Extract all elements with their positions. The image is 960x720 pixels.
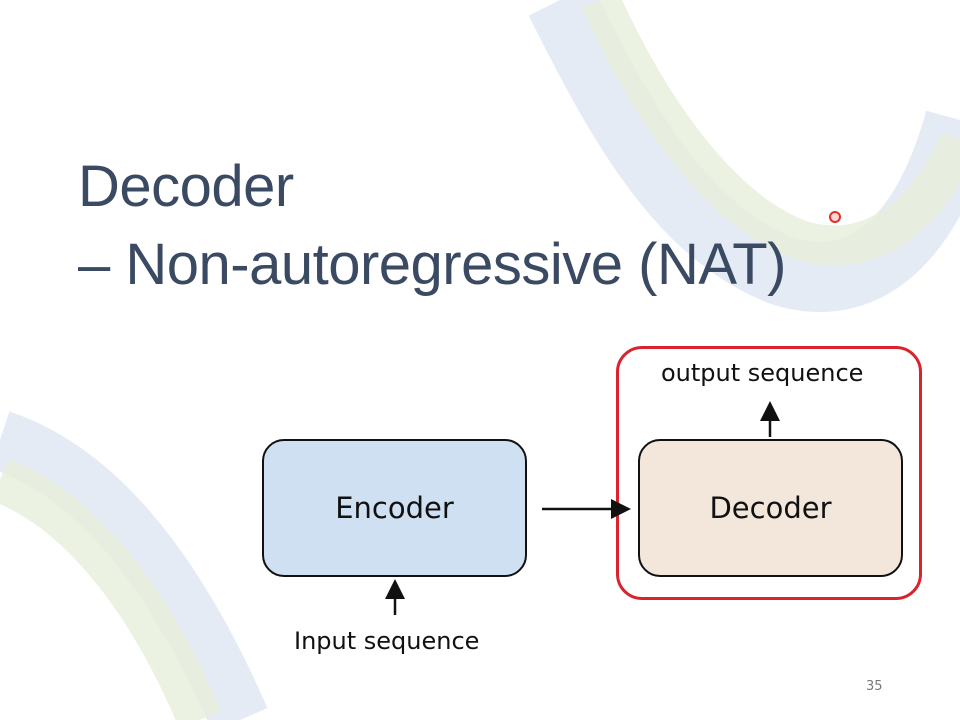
encoder-box: Encoder [262, 439, 527, 577]
decoder-label: Decoder [709, 491, 832, 525]
page-number: 35 [866, 679, 883, 694]
slide-title-line2: – Non-autoregressive (NAT) [78, 232, 786, 297]
encoder-label: Encoder [335, 491, 454, 525]
output-sequence-label: output sequence [661, 359, 864, 387]
decoder-highlight-frame [616, 346, 922, 600]
laser-pointer-icon [829, 211, 841, 223]
slide-title-line1: Decoder [78, 154, 294, 219]
decoder-box: Decoder [638, 439, 903, 577]
input-sequence-label: Input sequence [294, 627, 480, 655]
